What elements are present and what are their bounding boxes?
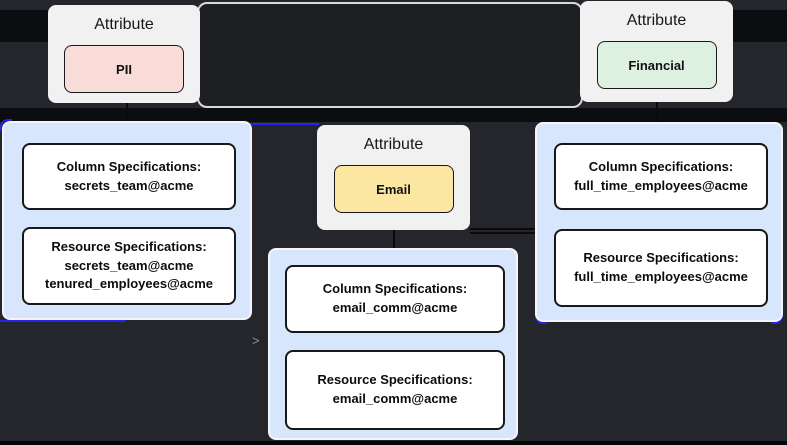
column-specs-title: Column Specifications: bbox=[56, 158, 202, 174]
column-specs-box-email[interactable]: Column Specifications: email_comm@acme bbox=[285, 265, 505, 333]
resource-specs-value: full_time_employees@acme bbox=[574, 269, 748, 284]
selected-edge-arc-left-container bbox=[0, 119, 12, 131]
attribute-node-title: Attribute bbox=[626, 12, 687, 29]
chevron-right-icon[interactable]: > bbox=[252, 333, 260, 348]
background-band-middle bbox=[0, 108, 787, 122]
background-band-bottom bbox=[0, 441, 787, 445]
spec-group-pii[interactable]: Column Specifications: secrets_team@acme… bbox=[2, 121, 252, 320]
resource-specs-value: secrets_team@acme bbox=[64, 257, 194, 273]
attribute-node-financial[interactable]: Attribute Financial bbox=[580, 1, 733, 102]
selected-edge-arc-right-container-br bbox=[771, 312, 783, 324]
attribute-node-title: Attribute bbox=[94, 16, 154, 33]
column-specs-box-pii[interactable]: Column Specifications: secrets_team@acme bbox=[22, 143, 236, 210]
attribute-node-pii[interactable]: Attribute PII bbox=[48, 5, 200, 103]
column-specs-title: Column Specifications: bbox=[588, 158, 734, 174]
edge-horizontal-lower[interactable] bbox=[470, 232, 537, 234]
column-specs-value: full_time_employees@acme bbox=[574, 177, 748, 193]
spec-group-email[interactable]: Column Specifications: email_comm@acme R… bbox=[268, 248, 518, 440]
spec-group-financial[interactable]: Column Specifications: full_time_employe… bbox=[535, 122, 783, 322]
collapsed-dark-node[interactable] bbox=[197, 2, 583, 108]
column-specs-title: Column Specifications: bbox=[322, 281, 468, 297]
attribute-chip-financial[interactable]: Financial bbox=[596, 41, 717, 89]
selected-edge-segment-top[interactable] bbox=[250, 122, 319, 125]
attribute-chip-pii[interactable]: PII bbox=[64, 45, 184, 93]
edge-pii-to-left-specs[interactable] bbox=[126, 103, 128, 122]
resource-specs-box-email[interactable]: Resource Specifications: email_comm@acme bbox=[285, 350, 505, 430]
resource-specs-title: Resource Specifications: bbox=[51, 238, 207, 254]
resource-specs-value: tenured_employees@acme bbox=[44, 276, 214, 292]
resource-specs-box-financial[interactable]: Resource Specifications: full_time_emplo… bbox=[554, 229, 768, 307]
column-specs-box-financial[interactable]: Column Specifications: full_time_employe… bbox=[554, 143, 768, 210]
attribute-chip-email[interactable]: Email bbox=[333, 165, 454, 213]
selected-edge-segment-bottom[interactable] bbox=[0, 319, 126, 322]
edge-horizontal-upper[interactable] bbox=[470, 228, 537, 230]
resource-specs-title: Resource Specifications: bbox=[583, 250, 739, 266]
resource-specs-title: Resource Specifications: bbox=[317, 372, 473, 388]
attribute-node-email[interactable]: Attribute Email bbox=[317, 125, 470, 230]
column-specs-value: secrets_team@acme bbox=[64, 177, 194, 193]
attribute-node-title: Attribute bbox=[363, 136, 424, 153]
edge-financial-to-right-specs[interactable] bbox=[656, 102, 658, 123]
resource-specs-box-pii[interactable]: Resource Specifications: secrets_team@ac… bbox=[22, 227, 236, 305]
edge-email-to-middle-specs[interactable] bbox=[393, 230, 395, 249]
column-specs-value: email_comm@acme bbox=[332, 300, 458, 315]
resource-specs-value: email_comm@acme bbox=[332, 391, 458, 406]
